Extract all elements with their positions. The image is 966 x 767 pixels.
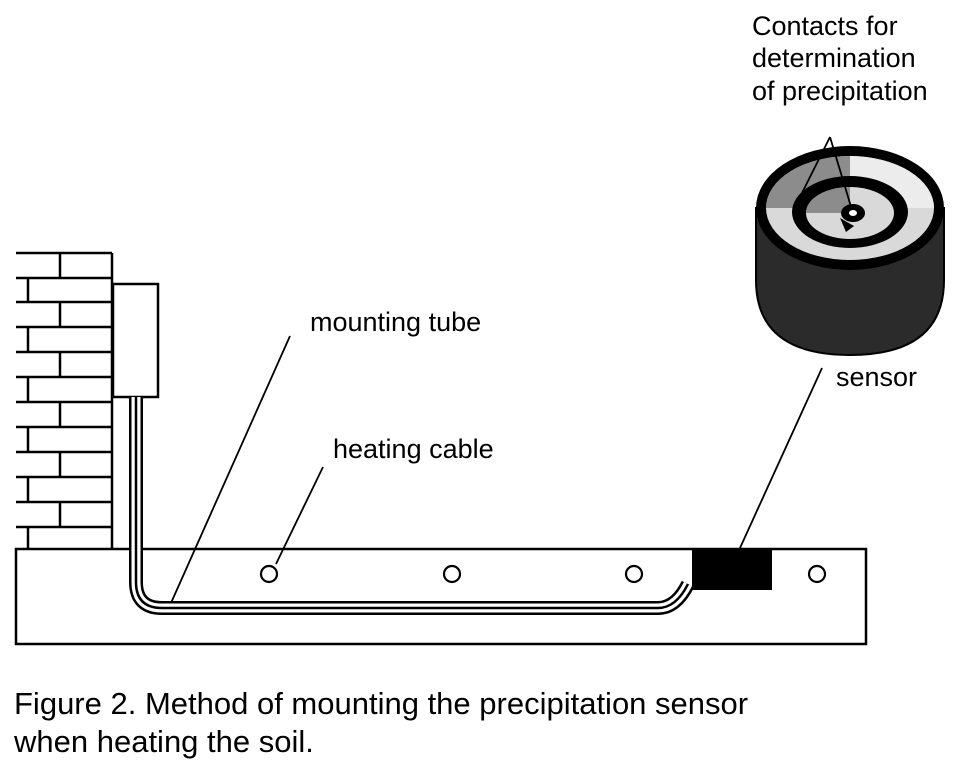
brick-wall	[16, 251, 114, 549]
slab-hole	[259, 564, 279, 584]
slab-hole	[807, 564, 827, 584]
heating-cable	[134, 397, 690, 610]
leader-lines	[170, 136, 853, 604]
label-contacts-line-1: Contacts for	[752, 11, 898, 41]
junction-box	[111, 282, 160, 399]
caption-line-1: Figure 2. Method of mounting the precipi…	[14, 686, 748, 721]
slab-hole	[624, 564, 644, 584]
label-contacts-line-2: determination	[752, 43, 916, 73]
caption-line-2: when heating the soil.	[13, 724, 314, 759]
label-contacts-line-3: of precipitation	[752, 76, 928, 106]
label-sensor: sensor	[836, 362, 917, 392]
sensor-block	[692, 548, 772, 590]
leader-sensor	[739, 367, 823, 549]
sensor-illustration	[755, 146, 945, 357]
mounting-tube	[129, 397, 695, 615]
slab-hole	[442, 564, 462, 584]
leader-contacts-a	[794, 136, 831, 208]
leader-contacts-b	[829, 136, 853, 211]
slab-holes	[259, 564, 827, 584]
label-mounting-tube: mounting tube	[310, 307, 481, 337]
leader-heating-cable	[275, 466, 324, 565]
label-heating-cable: heating cable	[333, 434, 494, 464]
leader-mounting-tube	[170, 335, 291, 604]
